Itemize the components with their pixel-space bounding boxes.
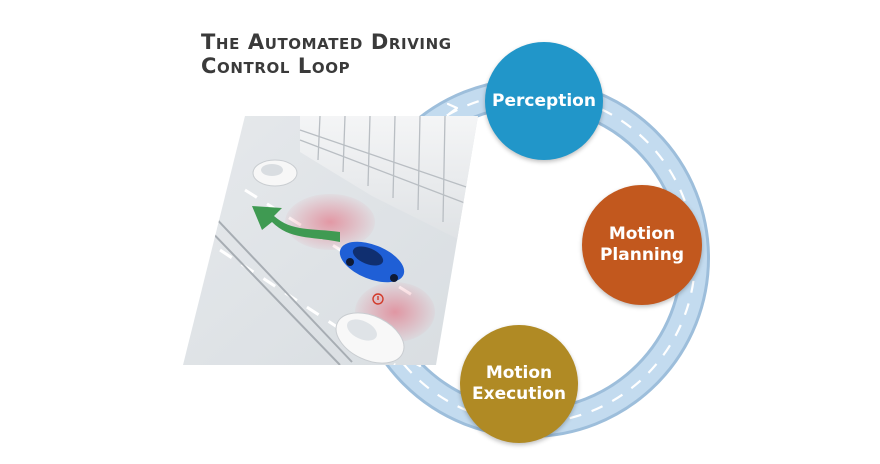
diagram-title: The Automated Driving Control Loop — [201, 30, 452, 78]
node-motion-planning-line-2: Planning — [599, 245, 685, 265]
node-perception-label: Perception — [492, 90, 596, 111]
car-white-ahead — [252, 159, 298, 187]
warning-icon — [372, 293, 384, 305]
node-motion-planning-label: Motion Planning — [594, 224, 690, 266]
node-motion-execution-label: Motion Execution — [466, 363, 572, 405]
car-autonomous — [339, 241, 405, 283]
arrow-chevron-icon — [446, 102, 459, 116]
arrow-chevron-icon — [621, 146, 634, 162]
node-motion-execution: Motion Execution — [460, 325, 578, 443]
title-line-1: The Automated Driving — [201, 30, 452, 54]
arrow-chevron-icon — [622, 320, 640, 333]
node-motion-planning: Motion Planning — [582, 185, 702, 305]
road-scene-illustration — [183, 116, 478, 365]
node-motion-planning-line-1: Motion — [608, 224, 676, 244]
lane-change-arrow — [252, 206, 340, 242]
node-perception: Perception — [485, 42, 603, 160]
sensor-zone-front — [285, 194, 375, 250]
node-motion-execution-line-2: Execution — [471, 384, 567, 404]
node-motion-execution-line-1: Motion — [485, 363, 553, 383]
car-white-behind — [335, 312, 405, 364]
title-line-2: Control Loop — [201, 54, 351, 78]
